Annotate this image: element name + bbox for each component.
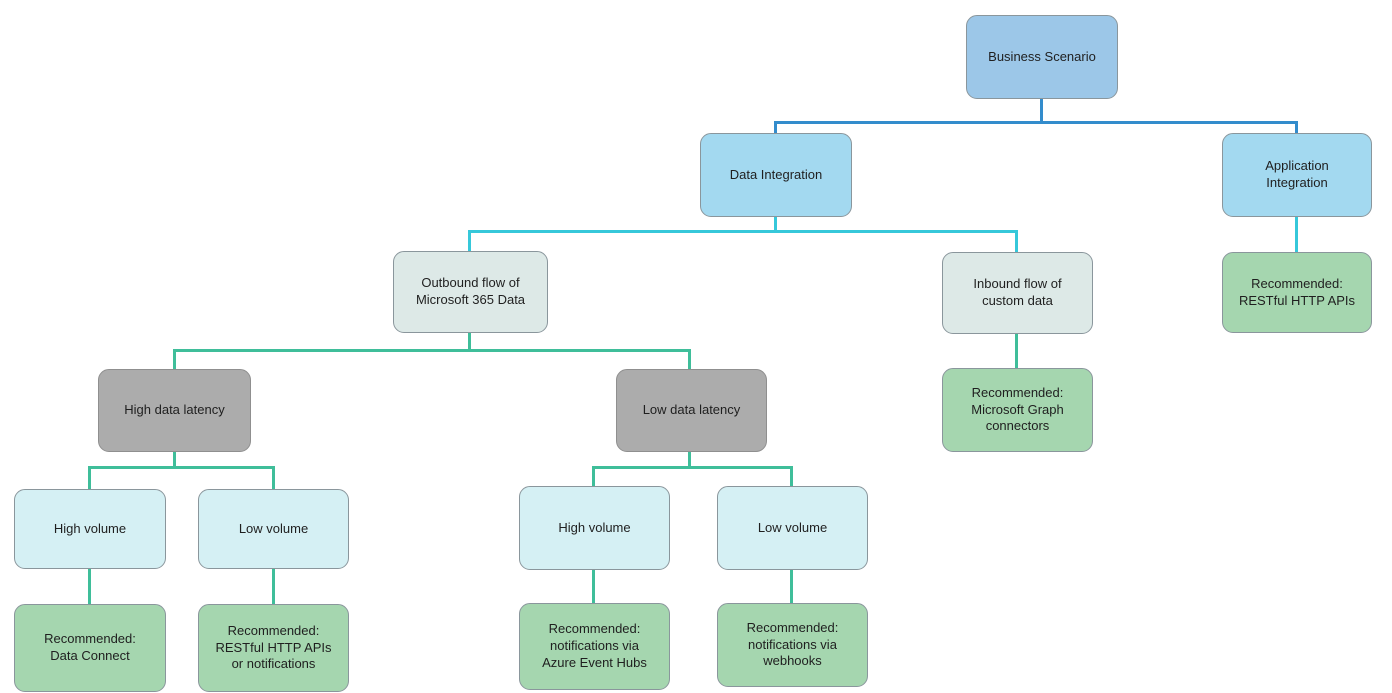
connector-to-high-volume-right (592, 466, 595, 487)
node-label: High data latency (124, 402, 225, 418)
node-label: Inbound flow of custom data (973, 276, 1062, 308)
node-label: Data Integration (729, 166, 823, 182)
node-label: Low volume (238, 520, 309, 536)
node-low-volume-right: Low volume (717, 486, 868, 570)
connector-to-low-volume-left (272, 466, 275, 489)
node-outbound-flow: Outbound flow of Microsoft 365 Data (393, 251, 548, 333)
node-label: Application Integration (1265, 158, 1329, 190)
node-rec-restful-or-notifications: Recommended: RESTful HTTP APIs or notifi… (198, 604, 349, 692)
connector-to-low-data-latency (688, 349, 691, 370)
node-rec-azure-event-hubs: Recommended: notifications via Azure Eve… (519, 603, 670, 690)
node-label: Low data latency (642, 402, 741, 418)
node-low-data-latency: Low data latency (616, 369, 767, 452)
node-label: Business Scenario (988, 48, 1096, 64)
node-high-volume-left: High volume (14, 489, 166, 569)
connector-high-latency-down (173, 451, 176, 468)
connector-to-rec-data-connect (88, 568, 91, 605)
connector-to-low-volume-right (790, 466, 793, 487)
node-label: High volume (558, 519, 631, 535)
node-label: High volume (53, 520, 127, 536)
node-rec-data-connect: Recommended: Data Connect (14, 604, 166, 692)
connector-business-to-children (1040, 97, 1043, 124)
node-low-volume-left: Low volume (198, 489, 349, 569)
connector-data-integration-down (774, 216, 777, 233)
connector-to-high-volume-left (88, 466, 91, 489)
connector-inbound-to-recommendation (1015, 333, 1018, 369)
node-rec-webhooks: Recommended: notifications via webhooks (717, 603, 868, 687)
connector-level3-horizontal (173, 349, 691, 352)
node-data-integration: Data Integration (700, 133, 852, 217)
connector-level4-left-horizontal (88, 466, 275, 469)
connector-level2-horizontal (468, 230, 1018, 233)
connector-to-rec-azure-event-hubs (592, 569, 595, 604)
node-high-data-latency: High data latency (98, 369, 251, 452)
node-label: Recommended: Data Connect (44, 631, 136, 663)
connector-to-data-integration (774, 121, 777, 135)
node-label: Recommended: RESTful HTTP APIs or notifi… (215, 622, 332, 672)
connector-to-rec-restful-or-notifications (272, 568, 275, 605)
node-application-integration: Application Integration (1222, 133, 1372, 217)
connector-to-high-data-latency (173, 349, 176, 370)
connector-application-to-recommendation (1295, 216, 1298, 253)
node-inbound-flow: Inbound flow of custom data (942, 252, 1093, 334)
node-business-scenario: Business Scenario (966, 15, 1118, 99)
node-label: Outbound flow of Microsoft 365 Data (415, 275, 526, 307)
node-label: Recommended: Microsoft Graph connectors (971, 384, 1064, 434)
node-high-volume-right: High volume (519, 486, 670, 570)
connector-outbound-down (468, 332, 471, 351)
node-label: Low volume (757, 519, 828, 535)
connector-to-outbound-flow (468, 230, 471, 252)
connector-level4-right-horizontal (592, 466, 793, 469)
node-label: Recommended: notifications via Azure Eve… (542, 621, 647, 670)
connector-low-latency-down (688, 451, 691, 468)
connector-to-inbound-flow (1015, 230, 1018, 253)
node-rec-graph-connectors: Recommended: Microsoft Graph connectors (942, 368, 1093, 452)
connector-to-application-integration (1295, 121, 1298, 135)
node-rec-restful-http-apis: Recommended: RESTful HTTP APIs (1222, 252, 1372, 333)
node-label: Recommended: RESTful HTTP APIs (1238, 275, 1356, 308)
node-label: Recommended: notifications via webhooks (746, 619, 839, 669)
connector-to-rec-webhooks (790, 569, 793, 604)
connector-level1-horizontal (774, 121, 1298, 124)
